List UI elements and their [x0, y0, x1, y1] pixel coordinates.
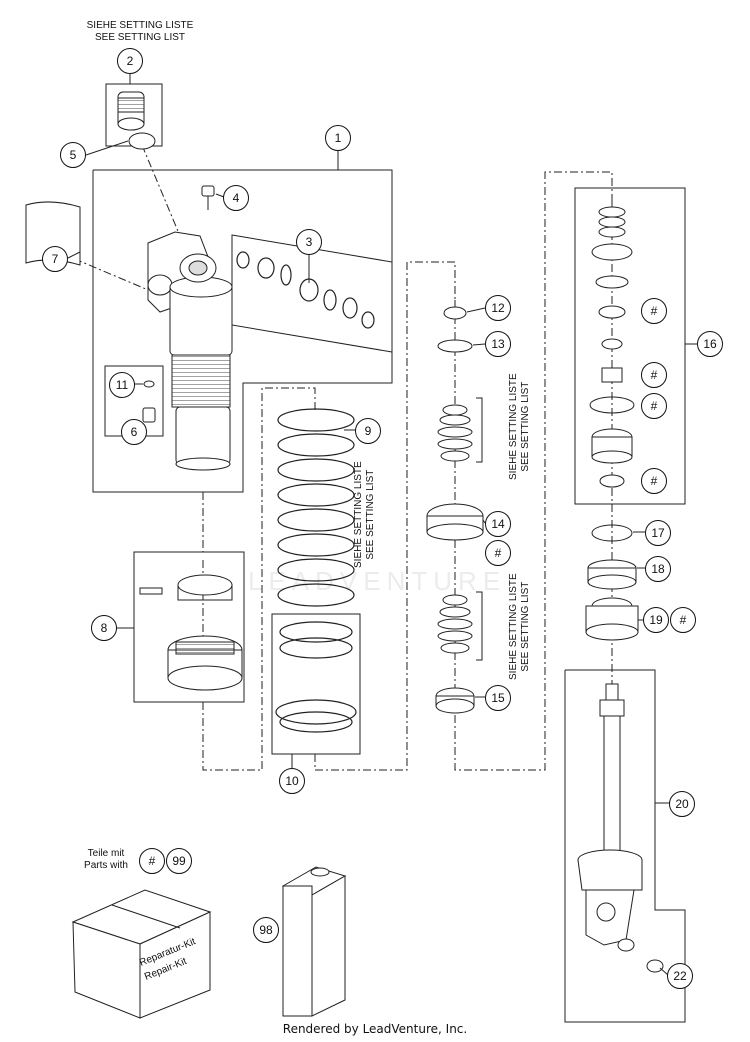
callout-15[interactable]: 15 [485, 685, 511, 711]
shock-thread [171, 354, 231, 408]
callout-6[interactable]: 6 [121, 419, 147, 445]
frame-piston-parts [574, 187, 686, 505]
callout-5[interactable]: 5 [60, 142, 86, 168]
setting-list-de: SIEHE SETTING LISTE [86, 20, 194, 31]
part-spring-seat [275, 621, 357, 733]
callout-19[interactable]: 19 [643, 607, 669, 633]
part-shim-stack [426, 306, 484, 714]
kit-note: Teile mit Parts with [84, 848, 128, 871]
part-repair-kit-box [71, 889, 212, 1019]
callout-4[interactable]: 4 [223, 185, 249, 211]
callout-10[interactable]: 10 [279, 768, 305, 794]
callout-kit-hash[interactable]: # [139, 848, 165, 874]
part-oil-can [281, 866, 347, 1017]
callout-14-hash[interactable]: # [485, 540, 511, 566]
callout-7[interactable]: 7 [42, 246, 68, 272]
callout-2[interactable]: 2 [117, 48, 143, 74]
callout-99[interactable]: 99 [166, 848, 192, 874]
part-piston-rod [577, 683, 643, 952]
footer-credit: Rendered by LeadVenture, Inc. [282, 1022, 468, 1036]
callout-hash-b[interactable]: # [641, 362, 667, 388]
shock-body [147, 231, 233, 471]
part-bushing [646, 959, 664, 973]
callout-16[interactable]: 16 [697, 331, 723, 357]
callout-3[interactable]: 3 [296, 229, 322, 255]
part-seal-kit [236, 251, 375, 329]
callout-1[interactable]: 1 [325, 125, 351, 151]
frame-piston-rod [564, 669, 686, 1023]
callout-hash-c[interactable]: # [641, 393, 667, 419]
callout-22[interactable]: 22 [667, 963, 693, 989]
callout-hash-d[interactable]: # [641, 468, 667, 494]
callout-hash-a[interactable]: # [641, 298, 667, 324]
part-spring [277, 408, 355, 607]
part-bleed-screw [142, 380, 156, 423]
callout-13[interactable]: 13 [485, 331, 511, 357]
callout-11[interactable]: 11 [109, 372, 135, 398]
part-reservoir-cap [117, 91, 156, 150]
callout-12[interactable]: 12 [485, 295, 511, 321]
callout-14[interactable]: 14 [485, 511, 511, 537]
part-adjuster-ring [139, 574, 243, 691]
callout-18[interactable]: 18 [645, 556, 671, 582]
part-screw [201, 185, 215, 210]
callout-9[interactable]: 9 [355, 418, 381, 444]
part-piston-assembly [585, 206, 639, 641]
callout-19-hash[interactable]: # [670, 607, 696, 633]
part-protective-sleeve [25, 201, 81, 266]
frame-spring-seat [271, 613, 361, 755]
setting-list-note: SIEHE SETTING LISTE SEE SETTING LIST [60, 20, 220, 44]
callout-17[interactable]: 17 [645, 520, 671, 546]
callout-20[interactable]: 20 [669, 791, 695, 817]
watermark: LEADVENTURE [248, 566, 506, 596]
setting-list-en: SEE SETTING LIST [94, 32, 186, 43]
callout-8[interactable]: 8 [91, 615, 117, 641]
callout-98[interactable]: 98 [253, 917, 279, 943]
frame-adjuster-ring [133, 551, 245, 703]
frame-shock-assembly [92, 169, 393, 493]
